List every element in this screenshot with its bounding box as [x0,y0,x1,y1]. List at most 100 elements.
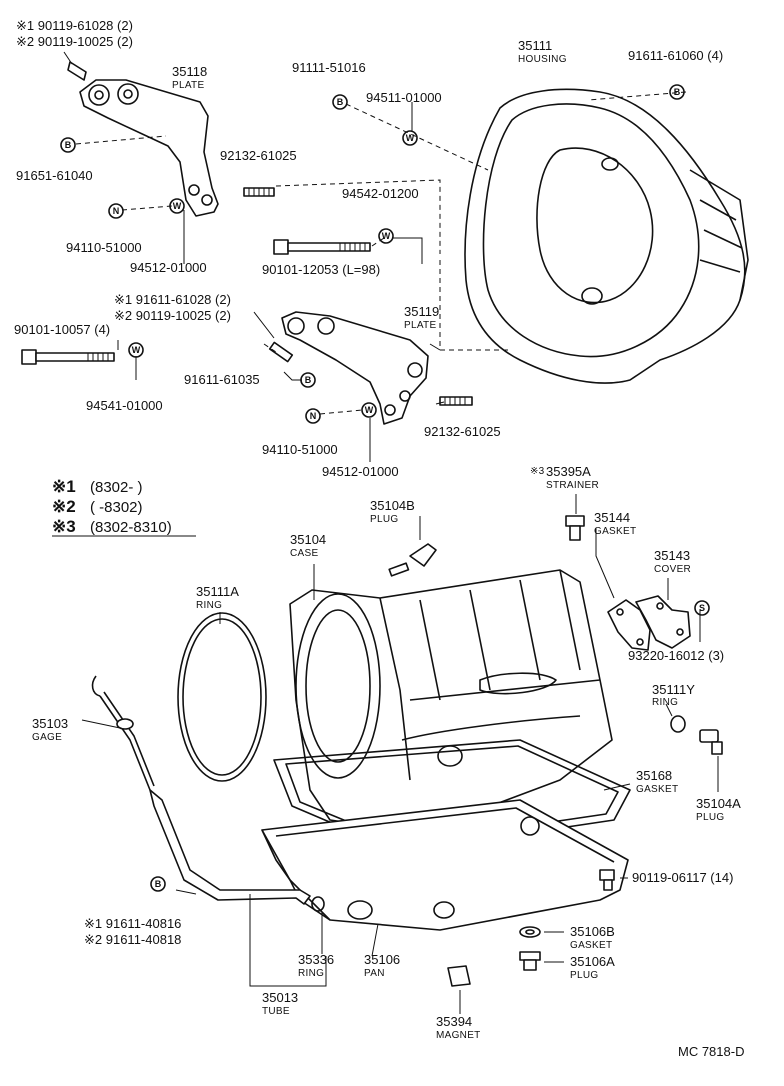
label-35013: 35013 [262,990,298,1005]
leader-lines [63,51,719,1014]
name-gasket-3: GASKET [570,940,612,951]
name-housing: HOUSING [518,54,567,65]
label-35394: 35394 [436,1014,472,1029]
label-94541-01000: 94541-01000 [86,398,163,413]
label-m2-90119-10025: ※2 90119-10025 (2) [114,308,231,323]
bolt-90101-12053-drawing [273,239,371,255]
name-ring-2: RING [652,697,678,708]
label-91111-51016: 91111-51016 [292,60,366,75]
svg-text:W: W [173,201,182,211]
label-35111a: 35111A [196,584,239,599]
legend-mark-2: ※2 [52,497,76,516]
badge-w-4: W [128,342,144,358]
svg-text:W: W [132,345,141,355]
name-plug-1: PLUG [370,514,398,525]
label-35106b: 35106B [570,924,615,939]
label-35104: 35104 [290,532,326,547]
label-35106: 35106 [364,952,400,967]
label-91611-61035: 91611-61035 [184,372,260,387]
badge-n-1: N [108,203,124,219]
svg-text:B: B [337,97,344,107]
label-35118: 35118 [172,64,207,79]
label-90101-12053: 90101-12053 (L=98) [262,262,380,277]
label-35395a-mark: ※3 [530,466,545,477]
gasket-cover-drawing [607,595,691,651]
name-plate-1: PLATE [172,80,204,91]
svg-text:W: W [365,405,374,415]
label-top-1: ※1 90119-61028 (2) [16,18,133,33]
badge-w-5: W [361,402,377,418]
label-35168: 35168 [636,768,672,783]
stud-92132-top-drawing [243,187,275,197]
name-strainer: STRAINER [546,480,599,491]
label-90119-06117: 90119-06117 (14) [632,870,733,885]
label-m1-91611-40816: ※1 91611-40816 [84,916,181,931]
svg-text:B: B [155,879,162,889]
label-35104b: 35104B [370,498,415,513]
plug-35104b-drawing [388,543,437,577]
bolt-91611-61035-drawing [268,341,294,363]
label-35336: 35336 [298,952,334,967]
badge-w-1: W [169,198,185,214]
label-94511-01000: 94511-01000 [366,90,442,105]
plate-35118-drawing [67,61,219,217]
badge-b-2: B [332,94,348,110]
label-top-2: ※2 90119-10025 (2) [16,34,133,49]
bolt-90119-06117-drawing [599,869,615,891]
label-93220-16012: 93220-16012 (3) [628,648,724,663]
legend-mark-3: ※3 [52,517,76,536]
label-90101-10057: 90101-10057 (4) [14,322,110,337]
legend-range-3: (8302-8310) [90,519,172,536]
housing-35111-drawing [464,88,749,384]
badge-b-5: B [150,876,166,892]
gage-tube-drawing [91,675,325,912]
svg-text:B: B [674,87,681,97]
badge-b-3: B [669,84,685,100]
name-ring-1: RING [196,600,222,611]
label-35144: 35144 [594,510,630,525]
svg-text:B: B [65,140,72,150]
svg-text:B: B [305,375,312,385]
label-92132-61025-a: 92132-61025 [220,148,297,163]
name-plate-2: PLATE [404,320,436,331]
svg-text:W: W [406,133,415,143]
label-m1-91611-61028: ※1 91611-61028 (2) [114,292,231,307]
name-gasket-1: GASKET [594,526,636,537]
svg-text:S: S [699,603,705,613]
label-91611-61060: 91611-61060 (4) [628,48,723,63]
badge-b-1: B [60,137,76,153]
label-35106a: 35106A [570,954,615,969]
label-35143: 35143 [654,548,690,563]
name-cover: COVER [654,564,691,575]
svg-text:W: W [382,231,391,241]
label-35103: 35103 [32,716,68,731]
svg-text:N: N [310,411,317,421]
svg-text:N: N [113,206,120,216]
plug-35106a-drawing [519,951,541,971]
label-35119: 35119 [404,304,439,319]
bolt-90101-10057-drawing [21,349,115,365]
label-94542-01200: 94542-01200 [342,186,419,201]
legend-range-2: ( -8302) [90,499,143,516]
name-ring-3: RING [298,968,324,979]
name-gage: GAGE [32,732,62,743]
label-m2-91611-40818: ※2 91611-40818 [84,932,181,947]
badge-w-3: W [378,228,394,244]
legend-range-1: (8302- ) [90,479,143,496]
name-tube: TUBE [262,1006,290,1017]
label-94512-01000-a: 94512-01000 [130,260,207,275]
name-magnet: MAGNET [436,1030,481,1041]
badge-b-4: B [300,372,316,388]
label-94110-51000-b: 94110-51000 [262,442,338,457]
strainer-35395a-drawing [565,515,585,541]
plate-35119-drawing [281,311,429,425]
badge-n-2: N [305,408,321,424]
label-94512-01000-b: 94512-01000 [322,464,399,479]
label-91651-61040: 91651-61040 [16,168,93,183]
ring-35111a-drawing [177,612,267,782]
label-35111y: 35111Y [652,682,695,697]
name-plug-2: PLUG [696,812,724,823]
label-35104a: 35104A [696,796,741,811]
name-pan: PAN [364,968,385,979]
